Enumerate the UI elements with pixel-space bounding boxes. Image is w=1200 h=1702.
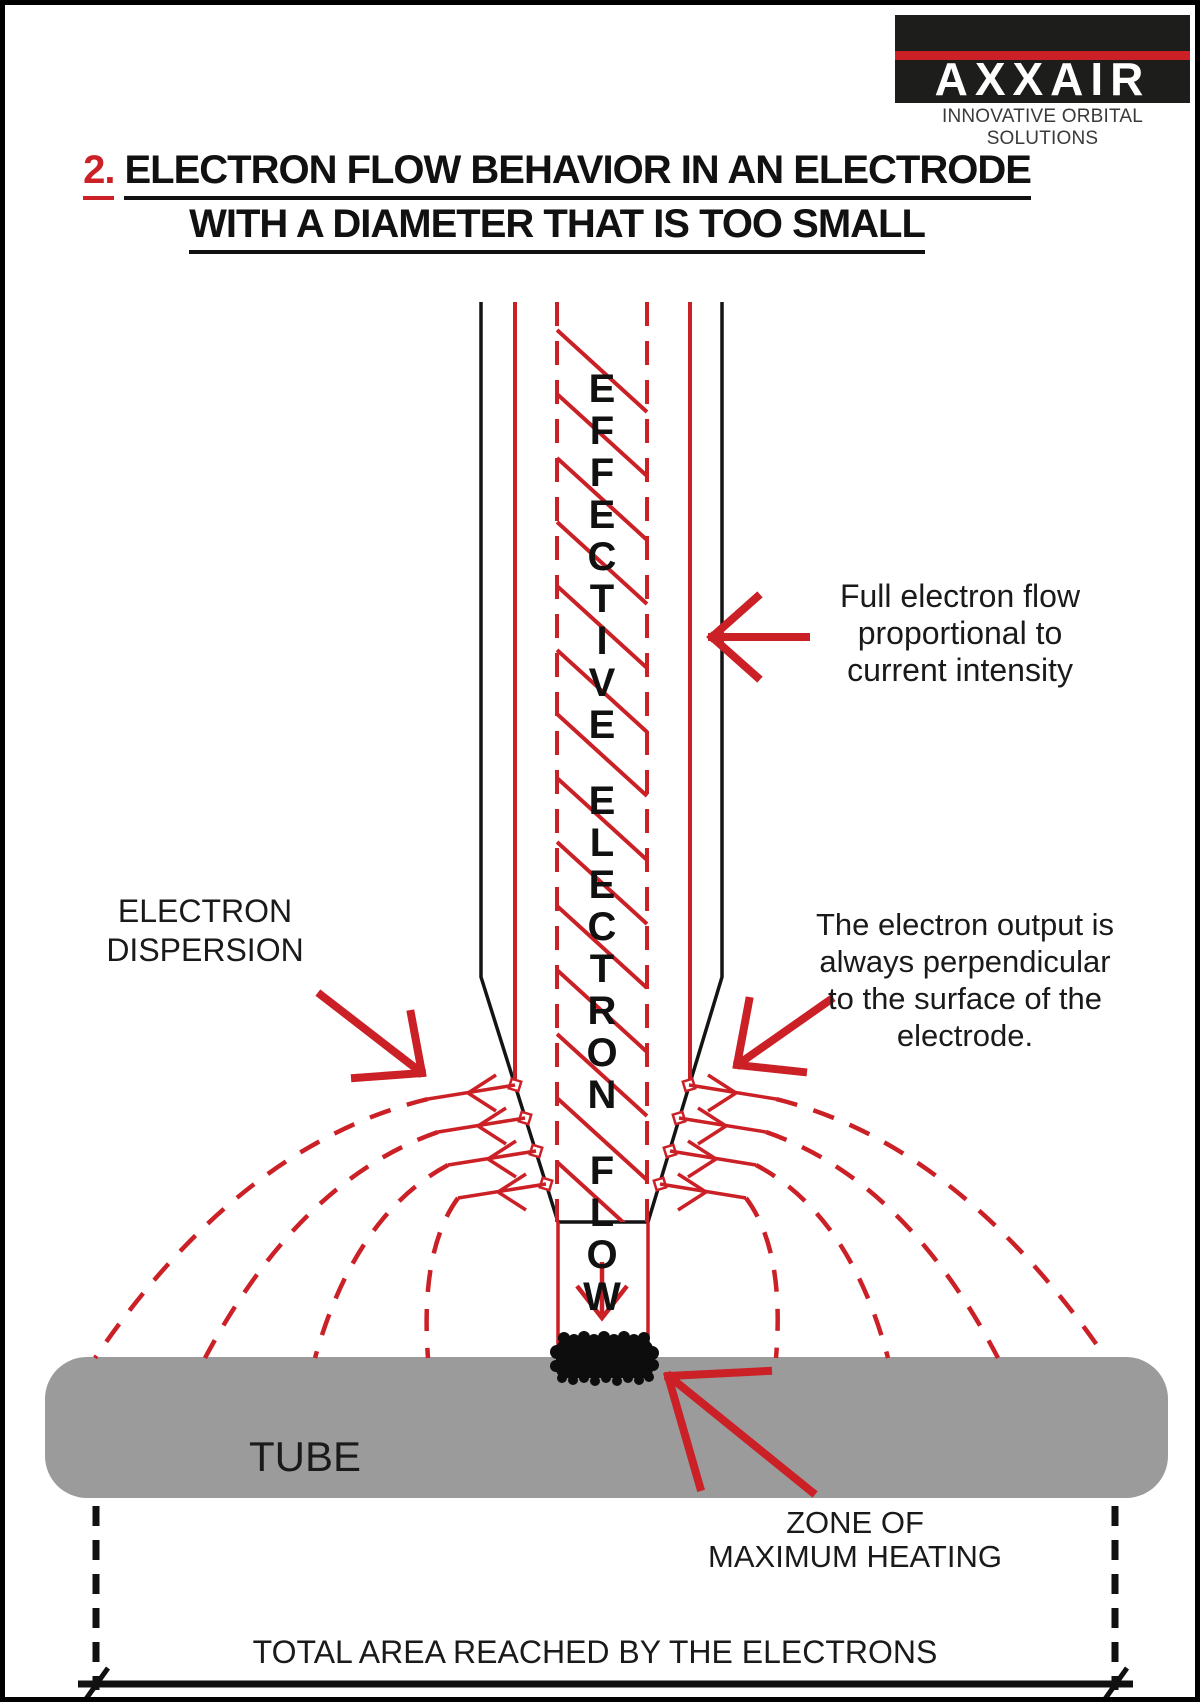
arrowhead-right-3	[687, 1139, 720, 1179]
logo-red-stripe	[895, 51, 1190, 60]
title-line-1: 2.ELECTRON FLOW BEHAVIOR IN AN ELECTRODE	[42, 148, 1072, 200]
electron-output-right	[659, 1073, 777, 1212]
title-number: 2.	[83, 148, 115, 200]
vertical-label-letter: O	[586, 1031, 618, 1075]
vertical-label-letter: F	[589, 409, 615, 453]
arrow-zone-heating	[663, 1366, 818, 1498]
vertical-label-letter: E	[588, 703, 616, 747]
hatch-lines	[556, 328, 649, 1222]
tube-body	[45, 1357, 1168, 1498]
tick-right	[1102, 1666, 1130, 1701]
arrow-full-flow	[706, 591, 810, 683]
vertical-label-letter: I	[596, 619, 608, 663]
vertical-label-letter: E	[588, 493, 616, 537]
arrow-dispersion	[315, 989, 427, 1083]
electron-dispersion-label: ELECTRON DISPERSION	[106, 893, 304, 968]
weld-scribble	[550, 1331, 659, 1386]
full-flow-label: Full electron flow proportional to curre…	[839, 578, 1081, 688]
arrowhead-left-3	[484, 1139, 517, 1179]
arrowhead-right-4	[677, 1172, 710, 1212]
total-area-measurement	[78, 1506, 1133, 1701]
vertical-label-letter: E	[588, 367, 616, 411]
vertical-label-letter: L	[589, 1191, 615, 1235]
tip-arc-column	[556, 1222, 650, 1352]
title-text-1: ELECTRON FLOW BEHAVIOR IN AN ELECTRODE	[124, 148, 1032, 200]
annotation-arrows	[315, 591, 836, 1498]
arrowhead-right-1	[707, 1073, 740, 1113]
logo-tagline: INNOVATIVE ORBITAL SOLUTIONS	[941, 106, 1144, 149]
tube-label: TUBE	[248, 1433, 361, 1480]
vertical-label-letter: T	[589, 947, 615, 991]
electrode-outline	[479, 302, 724, 1224]
logo-brand-text: AXXAIR	[934, 53, 1151, 105]
down-arrow	[575, 1262, 629, 1322]
vertical-label-letter: E	[588, 863, 616, 907]
total-area-label: TOTAL AREA REACHED BY THE ELECTRONS	[252, 1634, 938, 1670]
arrow-perpendicular	[732, 994, 836, 1077]
vertical-label-letter: F	[589, 1149, 615, 1193]
dispersion-arcs-right	[744, 1096, 1108, 1360]
vertical-label-letter: W	[583, 1275, 621, 1319]
vertical-label-letter: E	[588, 779, 616, 823]
perpendicular-output-label: The electron output is always perpendicu…	[815, 907, 1115, 1053]
title-line-2: WITH A DIAMETER THAT IS TOO SMALL	[42, 202, 1072, 254]
vertical-label-letter: C	[587, 535, 617, 579]
dispersion-arcs-left	[93, 1096, 460, 1360]
electron-output-left	[427, 1073, 547, 1212]
arrowhead-left-4	[494, 1172, 527, 1212]
vertical-label-letter: V	[588, 661, 616, 705]
vertical-label-letter: F	[589, 451, 615, 495]
vertical-label-letter: T	[589, 577, 615, 621]
arrowhead-left-2	[474, 1106, 507, 1146]
vertical-label-letter: L	[589, 821, 615, 865]
arrowhead-right-2	[697, 1106, 730, 1146]
tick-left	[83, 1666, 111, 1701]
full-flow-lines	[513, 302, 692, 1085]
vertical-label-letter: O	[586, 1233, 618, 1277]
vertical-label-letter: C	[587, 905, 617, 949]
vertical-label-letter: N	[587, 1073, 617, 1117]
zone-heating-label: ZONE OF MAXIMUM HEATING	[708, 1505, 1002, 1574]
arrowhead-left-1	[464, 1073, 497, 1113]
title-text-2: WITH A DIAMETER THAT IS TOO SMALL	[189, 202, 926, 254]
vertical-label-letter: R	[587, 989, 617, 1033]
page-title: 2.ELECTRON FLOW BEHAVIOR IN AN ELECTRODE…	[42, 148, 1072, 258]
axxair-logo: AXXAIR	[895, 15, 1190, 103]
